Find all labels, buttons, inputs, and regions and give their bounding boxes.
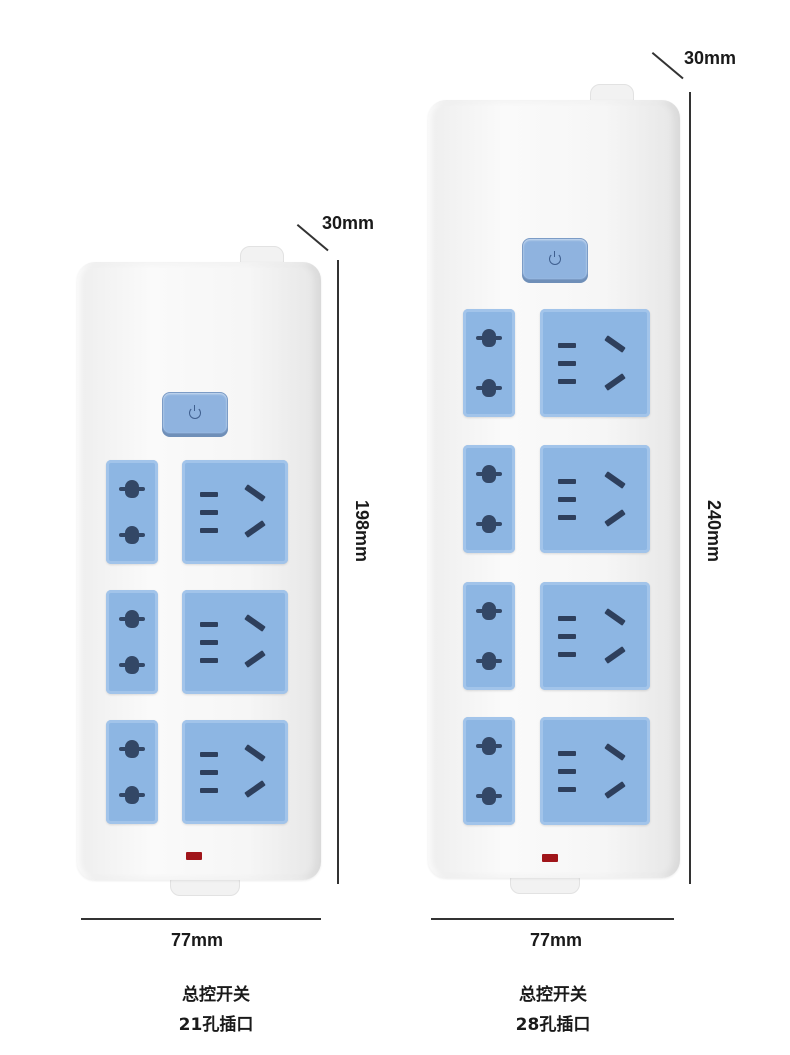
socket-hole [119, 526, 145, 544]
five-pin-socket [540, 445, 650, 553]
width-line [431, 918, 674, 920]
width-label: 77mm [530, 930, 583, 950]
five-pin-socket [540, 582, 650, 690]
depth-label: 30mm [684, 48, 737, 68]
depth-label: 30mm [322, 213, 375, 233]
five-pin-socket [182, 590, 288, 694]
caption-sockets: 21孔插口 [178, 1015, 254, 1035]
two-pin-socket [463, 445, 515, 553]
five-pin-socket [182, 720, 288, 824]
depth-line [652, 52, 684, 79]
power-icon [189, 405, 201, 419]
two-pin-socket [463, 309, 515, 417]
indicator-light [186, 852, 202, 860]
width-line [81, 918, 321, 920]
five-pin-socket [182, 460, 288, 564]
master-switch-button[interactable] [522, 238, 588, 280]
height-label: 198mm [352, 500, 372, 563]
socket-hole [119, 480, 145, 498]
caption-sockets: 28孔插口 [515, 1015, 591, 1035]
caption-switch: 总控开关 [519, 985, 587, 1005]
two-pin-socket [463, 717, 515, 825]
height-line [337, 260, 339, 884]
two-pin-socket [106, 720, 158, 824]
two-pin-socket [106, 460, 158, 564]
power-icon [549, 251, 561, 265]
two-pin-socket [106, 590, 158, 694]
two-pin-socket [463, 582, 515, 690]
five-pin-socket [540, 309, 650, 417]
indicator-light [542, 854, 558, 862]
caption-switch: 总控开关 [182, 985, 250, 1005]
height-line [689, 92, 691, 884]
width-label: 77mm [171, 930, 224, 950]
five-pin-socket [540, 717, 650, 825]
height-label: 240mm [704, 500, 724, 563]
master-switch-button[interactable] [162, 392, 228, 434]
